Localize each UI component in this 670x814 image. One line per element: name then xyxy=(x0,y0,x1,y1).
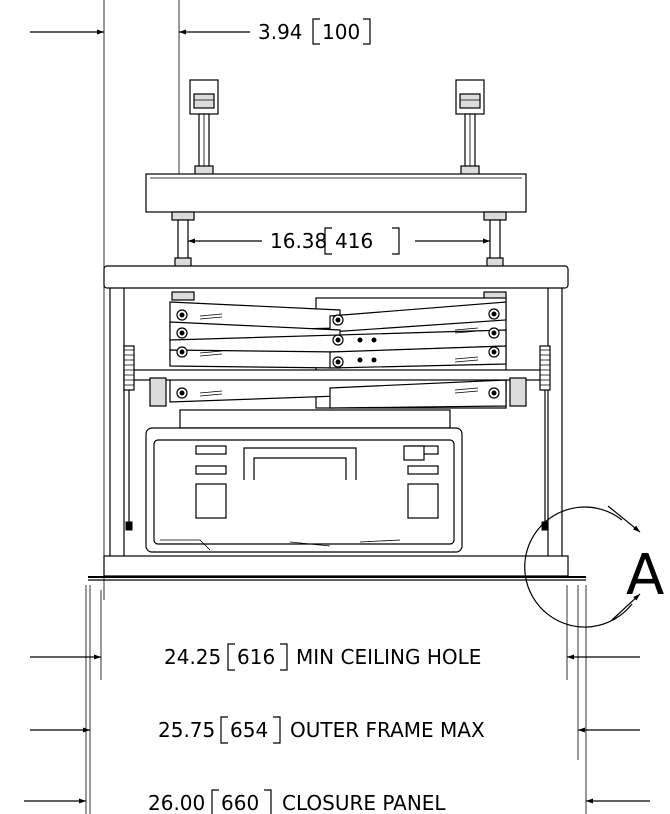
dimension-outer-frame: 25.75 654 OUTER FRAME MAX xyxy=(30,716,640,744)
dim-panel-label: CLOSURE PANEL xyxy=(282,791,446,814)
dim-frame-value: 25.75 xyxy=(158,718,215,742)
detail-label: A xyxy=(626,543,664,608)
projector-body xyxy=(145,409,463,553)
dim-frame-label: OUTER FRAME MAX xyxy=(290,718,485,742)
upper-mount-brackets xyxy=(189,79,485,177)
dim-rod-metric: 416 xyxy=(335,229,373,253)
dim-top-metric: 100 xyxy=(322,20,360,44)
threaded-rods xyxy=(171,211,507,269)
dimension-closure-panel: 26.00 660 CLOSURE PANEL xyxy=(24,789,650,814)
cross-beam xyxy=(145,173,527,213)
dimension-rod-spacing: 16.38 416 xyxy=(188,227,490,255)
dim-panel-metric: 660 xyxy=(221,791,259,814)
dim-frame-metric: 654 xyxy=(230,718,268,742)
dim-rod-value: 16.38 xyxy=(270,229,327,253)
detail-callout-a: A xyxy=(524,505,664,628)
housing-frame xyxy=(88,265,586,581)
dim-ceiling-label: MIN CEILING HOLE xyxy=(296,645,481,669)
dim-top-value: 3.94 xyxy=(258,20,303,44)
dim-ceiling-metric: 616 xyxy=(237,645,275,669)
scissor-mechanism xyxy=(169,291,507,409)
dim-ceiling-value: 24.25 xyxy=(164,645,221,669)
dimension-ceiling-hole: 24.25 616 MIN CEILING HOLE xyxy=(30,643,640,671)
dim-panel-value: 26.00 xyxy=(148,791,205,814)
dimension-top-offset: 3.94 100 xyxy=(30,18,371,45)
